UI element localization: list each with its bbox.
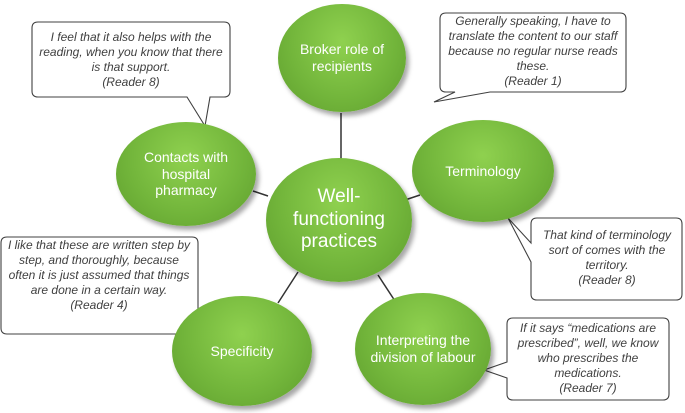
callout-broker [433, 12, 627, 103]
node-interpreting: Interpreting the division of labour [355, 293, 491, 405]
node-broker-role: Broker role of recipients [278, 4, 406, 112]
quote-text: If it says “medications are prescribed”,… [517, 321, 659, 380]
node-label: Broker role of recipients [299, 41, 385, 74]
quote-reference: (Reader 4) [70, 298, 128, 312]
quote-interpreting: If it says “medications are prescribed”,… [513, 321, 663, 396]
quote-broker: Generally speaking, I have to translate … [446, 14, 620, 89]
node-label: Specificity [210, 342, 274, 359]
node-specificity: Specificity [172, 296, 312, 406]
quote-contacts: I feel that it also helps with the readi… [38, 30, 224, 90]
callout-interpreting [482, 317, 670, 401]
connector-interpreting [377, 274, 396, 302]
quote-reference: (Reader 1) [504, 74, 562, 88]
quote-reference: (Reader 7) [559, 381, 617, 395]
quote-text: Generally speaking, I have to translate … [448, 14, 618, 73]
quote-specificity: I like that these are written step by st… [6, 238, 192, 313]
node-center-well-functioning: Well-functioning practices [266, 158, 412, 282]
callout-terminology [507, 217, 683, 301]
quote-text: That kind of terminology sort of comes w… [542, 228, 672, 272]
connector-contacts [252, 190, 269, 197]
quote-text: I feel that it also helps with the readi… [39, 30, 223, 74]
node-label: Interpreting the division of labour [370, 332, 476, 365]
quote-text: I like that these are written step by st… [7, 238, 191, 297]
quote-reference: (Reader 8) [102, 75, 160, 89]
quote-terminology: That kind of terminology sort of comes w… [538, 228, 676, 288]
callout-contacts [31, 21, 231, 128]
quote-reference: (Reader 8) [578, 273, 636, 287]
connector-specificity [277, 271, 299, 304]
node-terminology: Terminology [412, 120, 554, 222]
node-label: Terminology [445, 162, 521, 179]
node-contacts: Contacts with hospital pharmacy [116, 122, 256, 226]
node-label: Contacts with hospital pharmacy [143, 148, 229, 199]
center-label: Well-functioning practices [293, 185, 385, 253]
